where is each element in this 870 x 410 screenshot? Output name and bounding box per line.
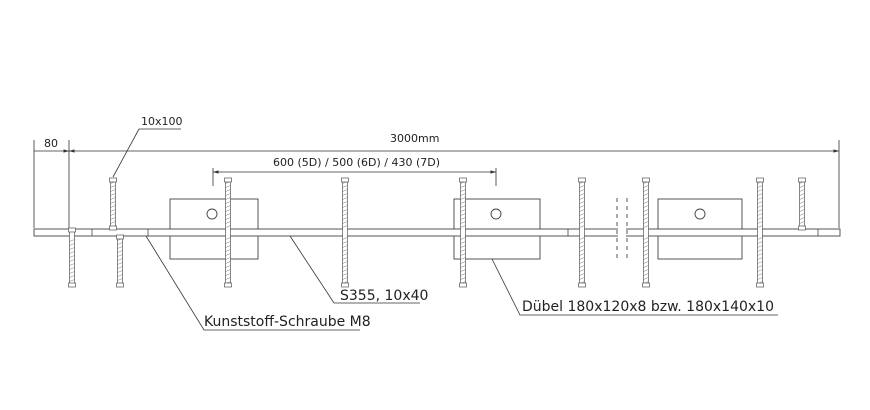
bolt bbox=[68, 227, 76, 288]
bolt-size-label: 10x100 bbox=[141, 115, 183, 128]
dowel-callout: Dübel 180x120x8 bzw. 180x140x10 bbox=[522, 299, 774, 315]
profile-leader bbox=[289, 235, 420, 304]
spacing-dimension bbox=[212, 168, 497, 186]
spacing-label: 600 (5D) / 500 (6D) / 430 (7D) bbox=[273, 156, 440, 169]
bolt bbox=[578, 177, 586, 288]
edge-offset-label: 80 bbox=[44, 137, 58, 150]
bolt bbox=[224, 177, 232, 288]
callout-leaders bbox=[145, 235, 778, 331]
bolt bbox=[116, 234, 124, 288]
dowel-hole bbox=[206, 208, 218, 220]
profile-callout: S355, 10x40 bbox=[340, 288, 428, 304]
bolt-size-leader-diagonal bbox=[112, 128, 140, 178]
screw-leader bbox=[145, 235, 360, 331]
break-lines bbox=[616, 198, 628, 262]
bolts bbox=[68, 177, 806, 288]
bolt bbox=[341, 177, 349, 288]
dowel-hole bbox=[694, 208, 706, 220]
break-gap bbox=[618, 228, 626, 237]
edge-offset-dimension bbox=[33, 140, 70, 228]
bolt bbox=[642, 177, 650, 288]
screw-callout: Kunststoff-Schraube M8 bbox=[204, 314, 371, 330]
bolt bbox=[756, 177, 764, 288]
dowel-hole bbox=[490, 208, 502, 220]
overall-length-label: 3000mm bbox=[390, 132, 439, 145]
dowel-holes bbox=[206, 208, 706, 220]
bolt bbox=[459, 177, 467, 288]
overall-length-dimension bbox=[69, 140, 840, 228]
bolt bbox=[109, 177, 117, 231]
steel-profile-bar bbox=[33, 228, 841, 237]
dowel-leader bbox=[491, 258, 778, 316]
bolt bbox=[798, 177, 806, 231]
